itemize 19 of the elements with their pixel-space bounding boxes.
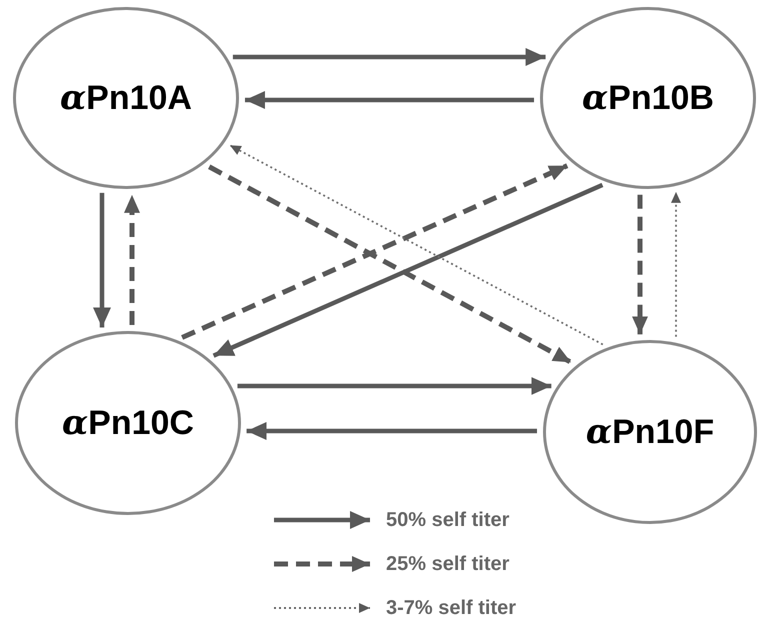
arrow bbox=[208, 164, 572, 365]
arrow bbox=[212, 182, 604, 358]
arrow bbox=[232, 48, 546, 66]
arrow bbox=[632, 194, 648, 334]
arrow bbox=[246, 422, 537, 440]
arrow bbox=[229, 144, 604, 346]
arrow bbox=[93, 192, 111, 328]
arrow bbox=[671, 192, 681, 337]
node-label: αPn10C bbox=[62, 402, 194, 444]
legend-label: 50% self titer bbox=[386, 508, 510, 533]
arrow bbox=[237, 377, 552, 395]
arrow bbox=[124, 194, 140, 326]
legend-label: 25% self titer bbox=[386, 552, 510, 577]
arrow bbox=[181, 163, 568, 340]
legend-label: 3-7% self titer bbox=[386, 596, 516, 621]
arrow bbox=[244, 91, 534, 109]
node-label: αPn10F bbox=[586, 410, 714, 454]
node-label: αPn10B bbox=[582, 76, 714, 120]
node-label: αPn10A bbox=[60, 76, 192, 120]
